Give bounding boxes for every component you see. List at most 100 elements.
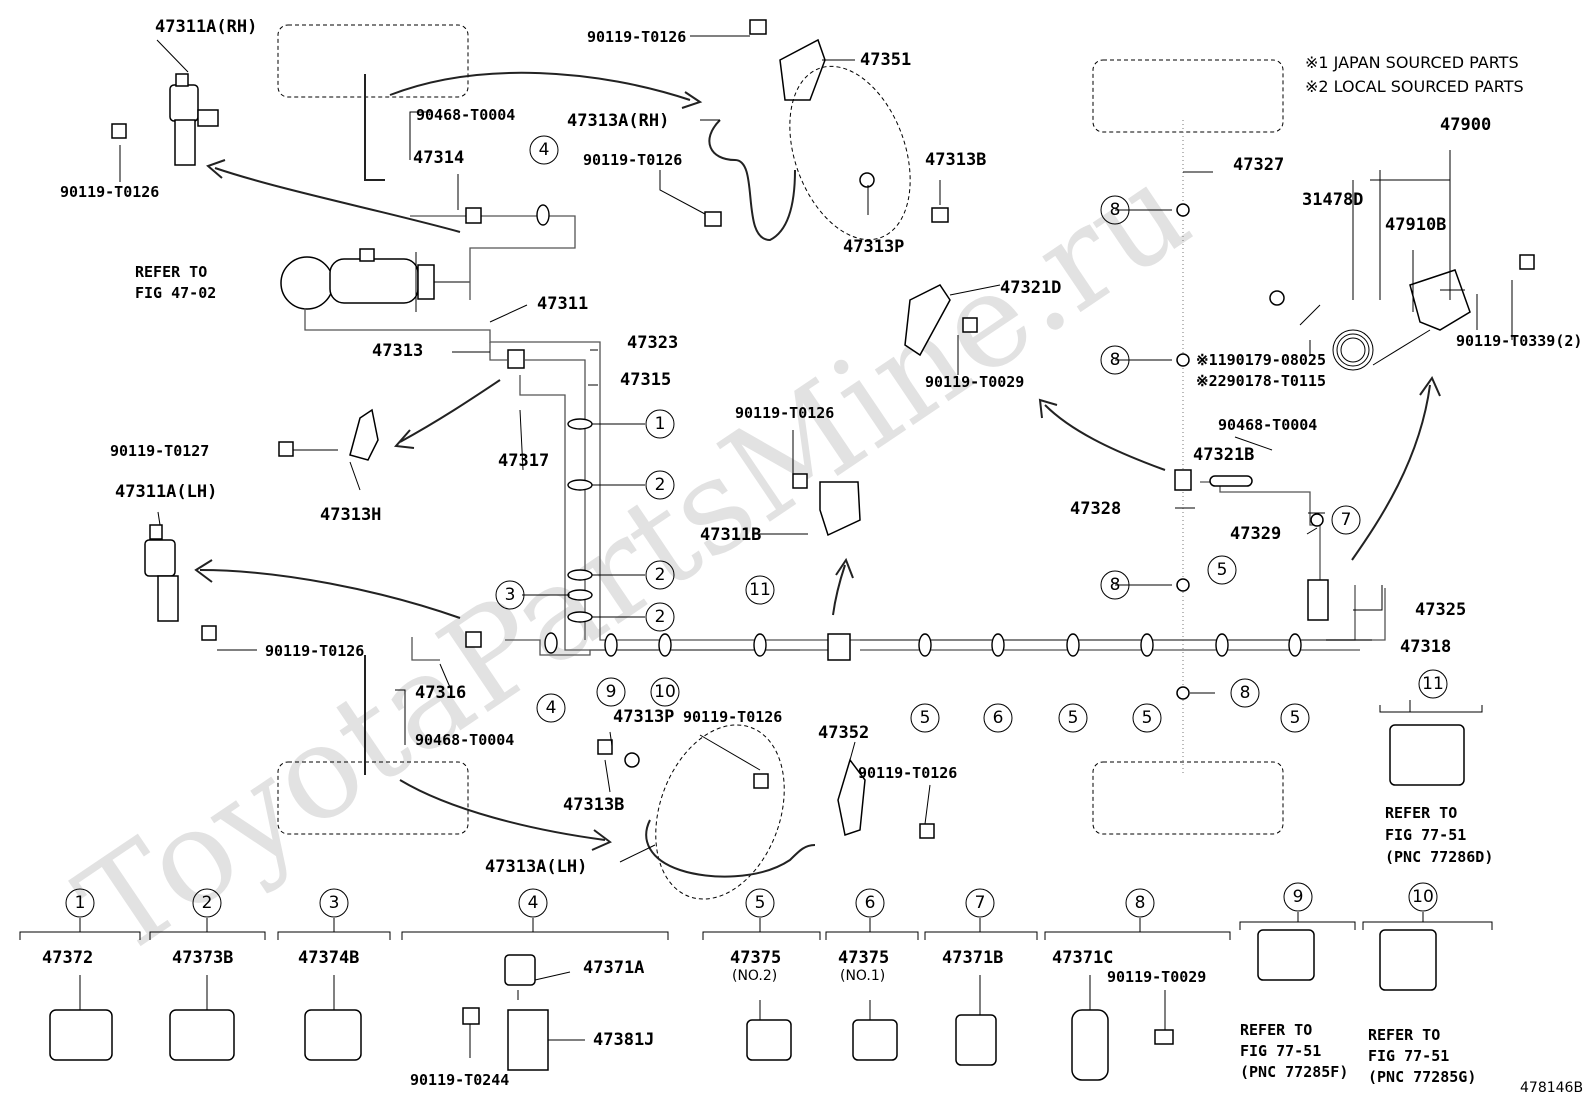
valve-47311A-LH <box>144 524 179 622</box>
svg-text:90119-T0126: 90119-T0126 <box>735 404 834 422</box>
master-cylinder <box>280 248 470 312</box>
svg-text:47374B: 47374B <box>298 948 359 968</box>
svg-text:90119-T0339(2): 90119-T0339(2) <box>1456 332 1582 350</box>
svg-text:47327: 47327 <box>1233 155 1284 175</box>
svg-text:47313B: 47313B <box>563 795 624 815</box>
svg-text:47328: 47328 <box>1070 499 1121 519</box>
svg-text:1: 1 <box>75 893 86 913</box>
svg-text:47315: 47315 <box>620 370 671 390</box>
svg-text:90119-T0244: 90119-T0244 <box>410 1071 509 1089</box>
rear-wheel-area-outline <box>277 761 469 835</box>
svg-text:90119-T0126: 90119-T0126 <box>583 151 682 169</box>
svg-text:REFER TO: REFER TO <box>1368 1026 1440 1044</box>
svg-text:47900: 47900 <box>1440 115 1491 135</box>
svg-text:FIG 77-51: FIG 77-51 <box>1240 1042 1321 1060</box>
svg-text:47311A(LH): 47311A(LH) <box>115 482 217 502</box>
svg-text:2: 2 <box>655 565 666 585</box>
svg-text:1: 1 <box>655 414 666 434</box>
svg-text:47311B: 47311B <box>700 525 761 545</box>
svg-text:47321D: 47321D <box>1000 278 1061 298</box>
front-wheel-area-outline <box>277 24 469 98</box>
svg-text:90119-T0126: 90119-T0126 <box>587 28 686 46</box>
bolts <box>111 19 1535 839</box>
svg-text:47318: 47318 <box>1400 637 1451 657</box>
svg-text:90468-T0004: 90468-T0004 <box>416 106 515 124</box>
svg-text:10: 10 <box>1412 887 1434 907</box>
svg-text:47313A(LH): 47313A(LH) <box>485 857 587 877</box>
svg-text:47352: 47352 <box>818 723 869 743</box>
right-upper-outline <box>1092 59 1284 133</box>
part-labels: 47311A(RH) 90119-T0126 90119-T0126 4 7 3 5 1… <box>60 17 1582 877</box>
svg-text:5: 5 <box>1290 708 1301 728</box>
brackets <box>349 38 1471 836</box>
svg-text:90119-T0126: 90119-T0126 <box>858 764 957 782</box>
svg-text:47313: 47313 <box>372 341 423 361</box>
svg-text:2: 2 <box>655 607 666 627</box>
svg-text:11: 11 <box>1422 674 1444 694</box>
svg-text:90119-T0126: 90119-T0126 <box>683 708 782 726</box>
flex-hoses <box>645 65 911 900</box>
svg-text:47372: 47372 <box>42 948 93 968</box>
svg-text:47325: 47325 <box>1415 600 1466 620</box>
assembly-arrows <box>194 71 1441 851</box>
svg-text:9: 9 <box>606 682 617 702</box>
svg-text:7: 7 <box>1341 510 1352 530</box>
svg-text:4: 4 <box>546 698 557 718</box>
svg-text:47321B: 47321B <box>1193 445 1254 465</box>
svg-text:47313A(RH): 47313A(RH) <box>567 111 669 131</box>
svg-text:90119-T0029: 90119-T0029 <box>1107 968 1206 986</box>
svg-text:5: 5 <box>1068 708 1079 728</box>
svg-text:47323: 47323 <box>627 333 678 353</box>
svg-text:5: 5 <box>755 893 766 913</box>
svg-text:47375: 47375 <box>730 948 781 968</box>
svg-text:(PNC 77286D): (PNC 77286D) <box>1385 848 1493 866</box>
svg-text:4: 4 <box>528 893 539 913</box>
svg-text:47381J: 47381J <box>593 1030 654 1050</box>
svg-text:(NO.1): (NO.1) <box>840 968 885 984</box>
svg-text:(PNC 77285F): (PNC 77285F) <box>1240 1063 1348 1081</box>
svg-text:(NO.2): (NO.2) <box>732 968 777 984</box>
svg-text:31478D: 31478D <box>1302 190 1363 210</box>
fittings <box>465 203 1329 700</box>
svg-text:47371A: 47371A <box>583 958 644 978</box>
svg-text:3: 3 <box>505 585 516 605</box>
figure-id: 478146B <box>1520 1080 1583 1096</box>
right-lower-outline <box>1092 761 1284 835</box>
pipe-clips <box>536 204 1302 657</box>
svg-text:47317: 47317 <box>498 451 549 471</box>
svg-text:6: 6 <box>865 893 876 913</box>
svg-text:47313P: 47313P <box>843 237 904 257</box>
svg-text:47313H: 47313H <box>320 505 381 525</box>
legend-japan-sourced: ※1 JAPAN SOURCED PARTS <box>1305 53 1519 72</box>
svg-text:FIG 77-51: FIG 77-51 <box>1368 1047 1449 1065</box>
svg-text:90468-T0004: 90468-T0004 <box>1218 416 1317 434</box>
svg-text:6: 6 <box>993 708 1004 728</box>
svg-text:47371C: 47371C <box>1052 948 1113 968</box>
svg-text:90119-T0127: 90119-T0127 <box>110 442 209 460</box>
svg-text:7: 7 <box>975 893 986 913</box>
svg-text:47313P: 47313P <box>613 707 674 727</box>
svg-text:10: 10 <box>654 682 676 702</box>
svg-text:47910B: 47910B <box>1385 215 1446 235</box>
svg-text:47311A(RH): 47311A(RH) <box>155 17 257 37</box>
svg-text:9: 9 <box>1293 887 1304 907</box>
svg-text:5: 5 <box>1217 560 1228 580</box>
svg-text:REFER TO: REFER TO <box>1385 804 1457 822</box>
svg-text:47311: 47311 <box>537 294 588 314</box>
svg-text:11: 11 <box>749 580 771 600</box>
diagram-callouts <box>495 135 1448 733</box>
svg-text:90119-T0126: 90119-T0126 <box>265 642 364 660</box>
svg-text:2: 2 <box>655 475 666 495</box>
svg-text:47316: 47316 <box>415 683 466 703</box>
svg-text:8: 8 <box>1110 200 1121 220</box>
svg-text:90119-T0029: 90119-T0029 <box>925 373 1024 391</box>
svg-text:8: 8 <box>1110 350 1121 370</box>
svg-text:FIG 47-02: FIG 47-02 <box>135 284 216 302</box>
svg-text:47373B: 47373B <box>172 948 233 968</box>
svg-text:3: 3 <box>329 893 340 913</box>
svg-text:8: 8 <box>1110 575 1121 595</box>
load-sensor-spring <box>1299 304 1431 371</box>
svg-text:REFER TO: REFER TO <box>135 263 207 281</box>
svg-text:47314: 47314 <box>413 148 464 168</box>
